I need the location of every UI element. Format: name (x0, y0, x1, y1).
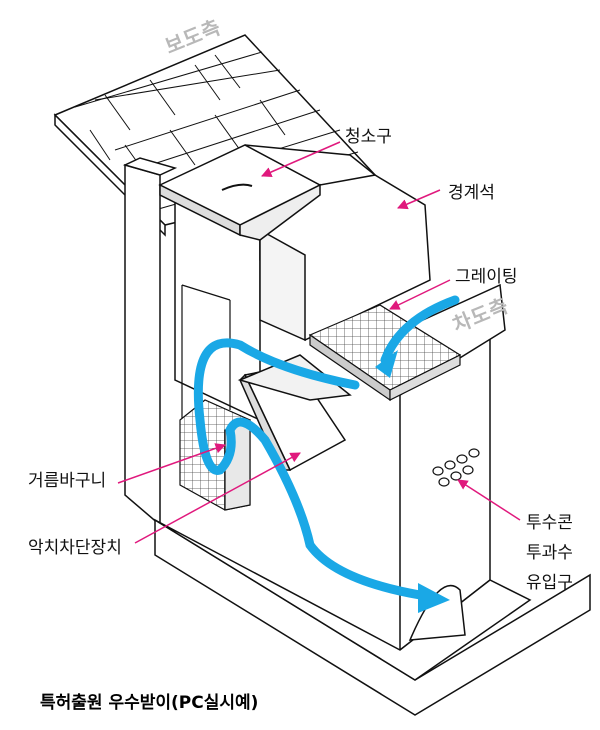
label-odor-blocker: 악치차단장치 (28, 538, 122, 558)
cleanout-cover (158, 144, 377, 241)
odor-blocking-device (237, 354, 352, 472)
pointer-cleanout (261, 141, 341, 178)
flow-arrow-heads (375, 350, 450, 613)
label-permeable-line2: 투과수 (526, 543, 573, 563)
pointer-grating (389, 279, 451, 310)
concrete-body (122, 157, 591, 716)
label-cleanout: 청소구 (345, 127, 392, 147)
permeable-inflow-holes (432, 448, 480, 487)
water-flow-path (193, 295, 460, 600)
label-permeable-line3: 유입구 (526, 573, 573, 593)
label-filter-basket: 거름바구니 (28, 471, 107, 491)
pointer-basket (117, 443, 226, 484)
label-grating: 그레이팅 (455, 267, 518, 287)
pointer-odor-blocker (134, 452, 301, 544)
leader-lines (117, 141, 521, 544)
grating (308, 304, 462, 402)
pointer-inflow (457, 479, 521, 521)
label-curb-stone: 경계석 (448, 183, 495, 203)
label-permeable-line1: 투수콘 (526, 513, 573, 533)
figure-caption: 특허출원 우수받이(PC실시예) (40, 693, 259, 713)
pointer-curb (397, 189, 441, 210)
